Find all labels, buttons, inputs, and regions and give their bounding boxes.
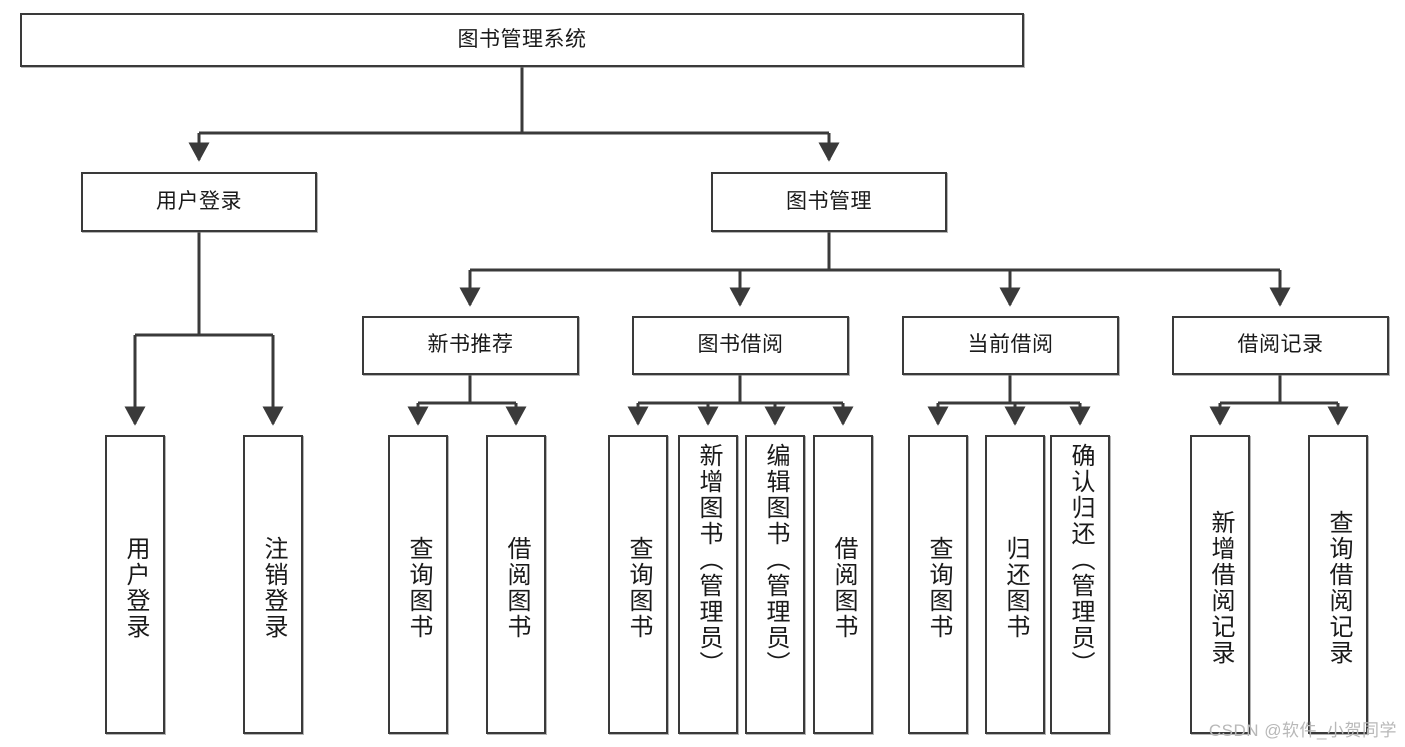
node-new-book-recommend[interactable]: 新书推荐 xyxy=(362,316,579,375)
node-leaf-user-login-label: 用户登录 xyxy=(122,535,149,640)
node-leaf-user-logout[interactable]: 注销登录 xyxy=(243,435,303,734)
node-leaf-confirm-return[interactable]: 确认归还（管理员） xyxy=(1050,435,1110,734)
node-leaf-borrow-book-2-label: 借阅图书 xyxy=(830,535,857,640)
node-leaf-query-record-label: 查询借阅记录 xyxy=(1325,509,1352,666)
node-borrow-record-label: 借阅记录 xyxy=(1237,333,1324,357)
node-leaf-borrow-book-2[interactable]: 借阅图书 xyxy=(813,435,873,734)
node-leaf-return-book-label: 归还图书 xyxy=(1002,535,1029,640)
node-leaf-edit-book[interactable]: 编辑图书（管理员） xyxy=(745,435,805,734)
node-leaf-query-book-3-label: 查询图书 xyxy=(925,535,952,640)
node-leaf-add-book-label: 新增图书（管理员） xyxy=(695,443,722,677)
node-leaf-query-book-2-label: 查询图书 xyxy=(625,535,652,640)
node-leaf-confirm-return-label: 确认归还（管理员） xyxy=(1067,443,1094,677)
node-book-manage-label: 图书管理 xyxy=(786,189,872,213)
node-user-login[interactable]: 用户登录 xyxy=(81,172,317,232)
node-current-borrow-label: 当前借阅 xyxy=(967,333,1054,357)
node-new-book-recommend-label: 新书推荐 xyxy=(427,333,514,357)
node-leaf-user-logout-label: 注销登录 xyxy=(260,535,287,640)
node-leaf-query-book-1-label: 查询图书 xyxy=(405,535,432,640)
node-leaf-borrow-book-1-label: 借阅图书 xyxy=(503,535,530,640)
node-leaf-borrow-book-1[interactable]: 借阅图书 xyxy=(486,435,546,734)
node-root-label: 图书管理系统 xyxy=(457,27,587,51)
node-root[interactable]: 图书管理系统 xyxy=(20,13,1024,67)
node-leaf-return-book[interactable]: 归还图书 xyxy=(985,435,1045,734)
node-leaf-query-book-2[interactable]: 查询图书 xyxy=(608,435,668,734)
node-book-manage[interactable]: 图书管理 xyxy=(711,172,947,232)
node-current-borrow[interactable]: 当前借阅 xyxy=(902,316,1119,375)
node-leaf-edit-book-label: 编辑图书（管理员） xyxy=(762,443,789,677)
node-borrow-record[interactable]: 借阅记录 xyxy=(1172,316,1389,375)
node-leaf-add-record[interactable]: 新增借阅记录 xyxy=(1190,435,1250,734)
node-book-borrow[interactable]: 图书借阅 xyxy=(632,316,849,375)
node-leaf-add-book[interactable]: 新增图书（管理员） xyxy=(678,435,738,734)
node-user-login-label: 用户登录 xyxy=(156,189,242,213)
node-leaf-user-login[interactable]: 用户登录 xyxy=(105,435,165,734)
node-leaf-query-book-3[interactable]: 查询图书 xyxy=(908,435,968,734)
node-leaf-add-record-label: 新增借阅记录 xyxy=(1207,509,1234,666)
node-leaf-query-book-1[interactable]: 查询图书 xyxy=(388,435,448,734)
node-book-borrow-label: 图书借阅 xyxy=(697,333,784,357)
node-leaf-query-record[interactable]: 查询借阅记录 xyxy=(1308,435,1368,734)
watermark-text: CSDN @软件_小贺同学 xyxy=(1208,721,1397,740)
